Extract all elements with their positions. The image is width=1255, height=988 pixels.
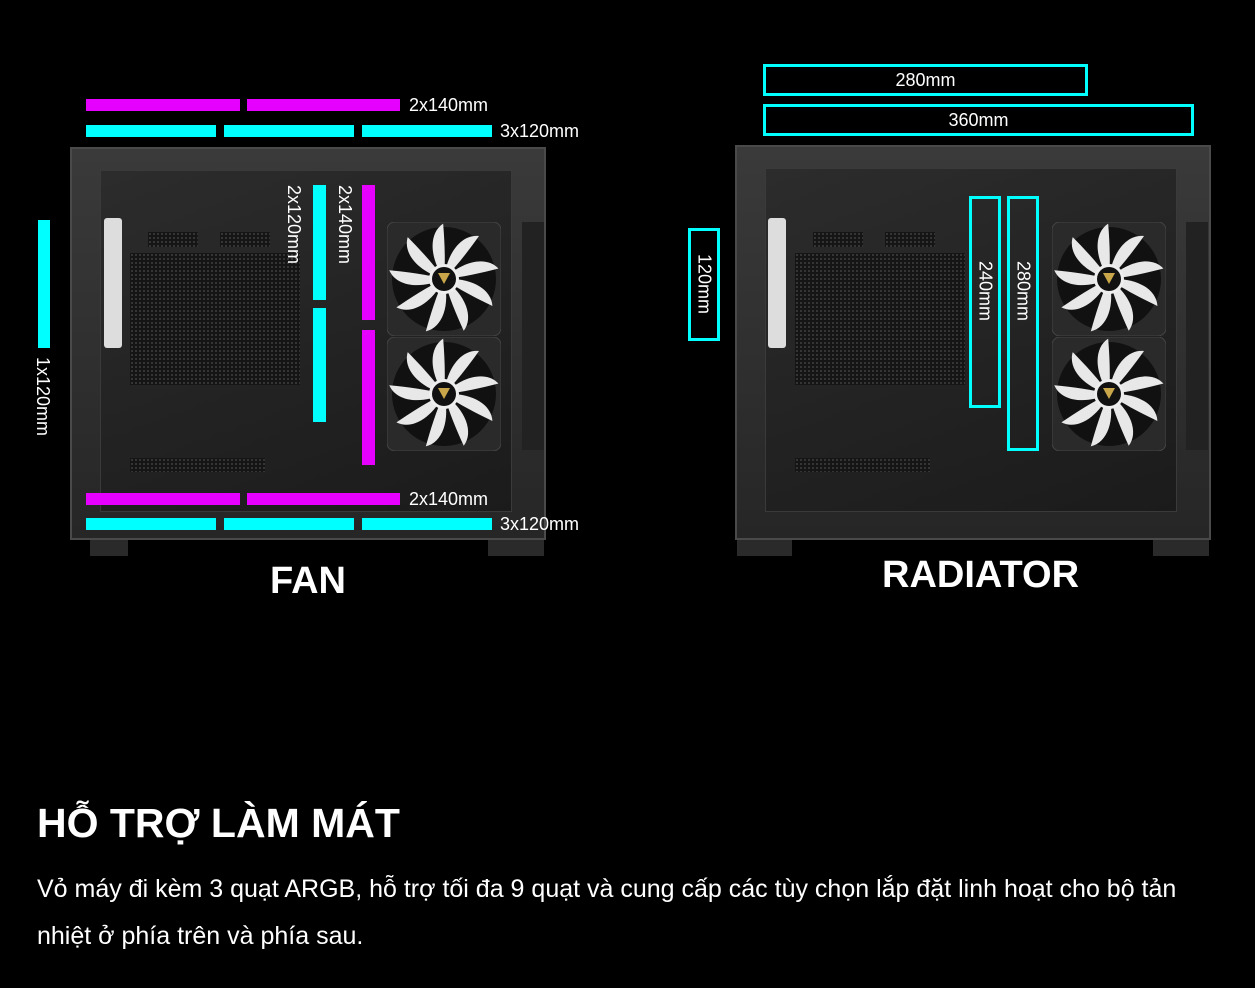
fan-icon bbox=[387, 337, 501, 451]
rear-vent bbox=[885, 232, 935, 247]
radiator-240-side: 240mm bbox=[969, 196, 1001, 408]
motherboard-tray bbox=[795, 253, 965, 385]
rear-120-label: 120mm bbox=[694, 254, 715, 315]
mount-bar-120 bbox=[313, 185, 326, 300]
mount-bar-140 bbox=[247, 493, 400, 505]
side-140-label: 2x140mm bbox=[335, 185, 355, 265]
rear-fan bbox=[104, 218, 122, 348]
top-140-label: 2x140mm bbox=[409, 95, 489, 115]
case-foot bbox=[737, 540, 792, 556]
bottom-120-label: 3x120mm bbox=[500, 514, 580, 534]
mount-bar-120 bbox=[362, 518, 492, 530]
radiator-360-top: 360mm bbox=[763, 104, 1194, 136]
top-360-label: 360mm bbox=[948, 109, 1009, 130]
mount-bar-120 bbox=[224, 518, 354, 530]
section-heading: HỖ TRỢ LÀM MÁT bbox=[37, 800, 400, 846]
motherboard-tray bbox=[130, 253, 300, 385]
rear-120-label: 1x120mm bbox=[33, 357, 53, 437]
rear-fan bbox=[768, 218, 786, 348]
mount-bar-120 bbox=[38, 220, 50, 348]
mount-bar-120 bbox=[313, 308, 326, 422]
rear-vent bbox=[813, 232, 863, 247]
side-280-label: 280mm bbox=[1013, 261, 1034, 322]
fan-icon bbox=[1052, 222, 1166, 336]
case-foot bbox=[488, 540, 544, 556]
mount-bar-140 bbox=[86, 493, 240, 505]
section-description: Vỏ máy đi kèm 3 quạt ARGB, hỗ trợ tối đa… bbox=[37, 875, 1177, 950]
fan-icon bbox=[1052, 337, 1166, 451]
side-240-label: 240mm bbox=[975, 261, 996, 322]
psu-shroud bbox=[795, 458, 930, 472]
fan-title: FAN bbox=[270, 560, 346, 602]
mount-bar-140 bbox=[362, 185, 375, 320]
fan-icon bbox=[387, 222, 501, 336]
radiator-title: RADIATOR bbox=[882, 554, 1080, 596]
top-120-label: 3x120mm bbox=[500, 121, 580, 141]
psu-shroud bbox=[130, 458, 265, 472]
case-foot bbox=[1153, 540, 1209, 556]
front-fan-edge bbox=[522, 222, 544, 450]
radiator-280-top: 280mm bbox=[763, 64, 1088, 96]
radiator-280-side: 280mm bbox=[1007, 196, 1039, 451]
mount-bar-120 bbox=[362, 125, 492, 137]
radiator-120-rear: 120mm bbox=[688, 228, 720, 341]
mount-bar-140 bbox=[247, 99, 400, 111]
mount-bar-120 bbox=[86, 518, 216, 530]
mount-bar-140 bbox=[362, 330, 375, 465]
mount-bar-120 bbox=[224, 125, 354, 137]
mount-bar-120 bbox=[86, 125, 216, 137]
case-foot bbox=[90, 540, 128, 556]
top-280-label: 280mm bbox=[895, 69, 956, 90]
rear-vent bbox=[148, 232, 198, 247]
mount-bar-140 bbox=[86, 99, 240, 111]
rear-vent bbox=[220, 232, 270, 247]
front-fan-edge bbox=[1186, 222, 1208, 450]
side-120-label: 2x120mm bbox=[284, 185, 304, 265]
bottom-140-label: 2x140mm bbox=[409, 489, 489, 509]
